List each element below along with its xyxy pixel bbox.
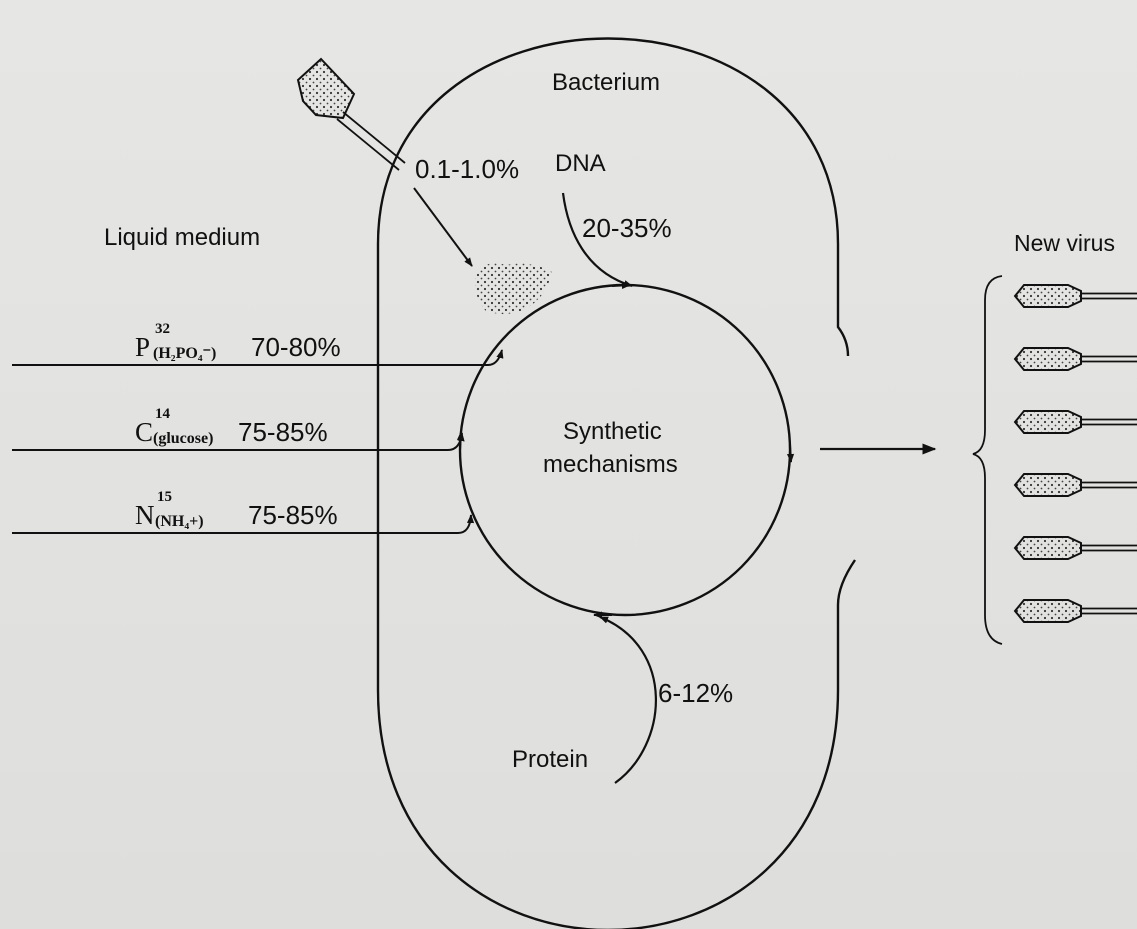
attached-virus	[296, 57, 406, 171]
new-virus-label: New virus	[1014, 230, 1115, 256]
injection-arrow	[413, 187, 473, 267]
nitrogen-element: N	[135, 500, 155, 530]
synthetic-cycle	[458, 283, 792, 617]
new-virus-particle	[1013, 410, 1137, 434]
protein-label: Protein	[512, 746, 589, 773]
bacterium-membrane	[376, 37, 856, 929]
phosphorus-input-label: P 32 (H₂PO₄⁻) 70-80%	[135, 322, 375, 362]
new-virus-particle	[1013, 599, 1137, 623]
carbon-element: C	[135, 417, 154, 447]
liquid-medium-label: Liquid medium	[104, 224, 261, 251]
protein-input-arrow	[599, 615, 657, 784]
injected-dna-blob	[475, 263, 552, 315]
injection-percent: 0.1-1.0%	[415, 154, 520, 184]
dna-label: DNA	[555, 150, 606, 177]
nitrogen-input-arrow	[12, 514, 475, 534]
new-virus-brace	[972, 275, 1003, 645]
carbon-source: (glucose)	[153, 430, 214, 447]
carbon-input-label: C 14 (glucose) 75-85%	[135, 407, 375, 447]
dna-input-arrow	[561, 192, 633, 288]
nitrogen-isotope: 15	[157, 489, 172, 505]
phosphorus-element: P	[135, 332, 151, 362]
new-virus-particle	[1013, 536, 1137, 560]
bacterium-label: Bacterium	[552, 69, 661, 96]
nitrogen-percent: 75-85%	[248, 500, 338, 530]
carbon-isotope: 14	[155, 406, 170, 422]
new-virus-particle	[1013, 473, 1137, 497]
nitrogen-input-label: N 15 (NH₄+) 75-85%	[135, 490, 375, 530]
new-virus-particle	[1013, 347, 1137, 371]
new-virus-list	[1013, 284, 1137, 623]
phosphorus-input-arrow	[12, 349, 504, 366]
synthetic-label-line2: mechanisms	[543, 451, 678, 478]
carbon-percent: 75-85%	[238, 417, 328, 447]
protein-percent: 6-12%	[658, 678, 734, 708]
phosphorus-source: (H₂PO₄⁻)	[153, 345, 217, 362]
new-virus-particle	[1013, 284, 1137, 308]
nitrogen-source: (NH₄+)	[155, 513, 204, 530]
phosphorus-percent: 70-80%	[251, 332, 341, 362]
synthetic-label-line1: Synthetic	[563, 418, 662, 445]
dna-percent: 20-35%	[582, 213, 672, 243]
phosphorus-isotope: 32	[155, 321, 170, 337]
carbon-input-arrow	[12, 432, 465, 451]
